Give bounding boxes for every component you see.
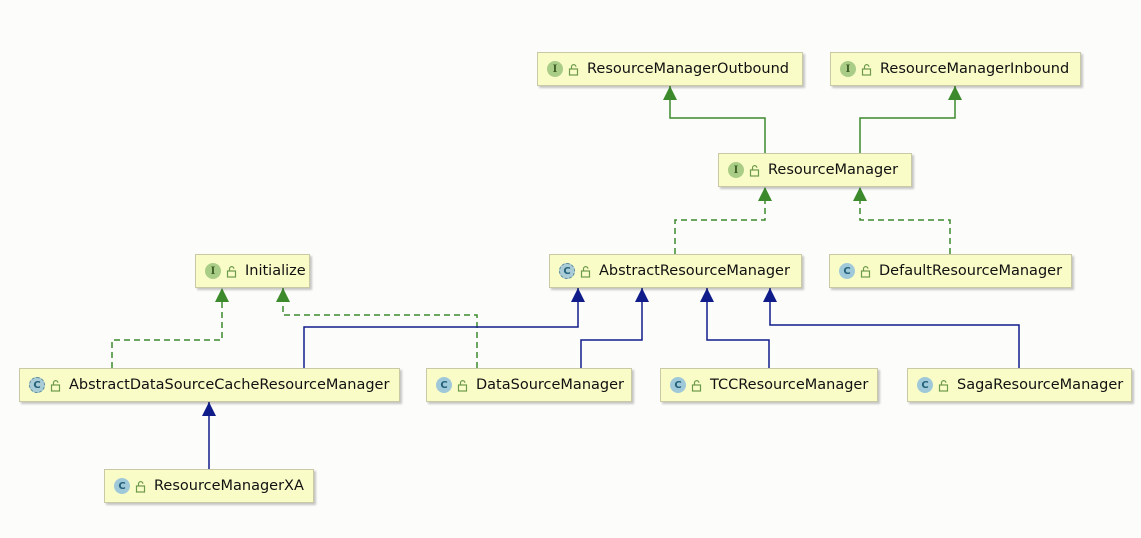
public-visibility-icon — [580, 265, 592, 278]
public-visibility-icon — [749, 164, 761, 177]
edge-datasource-manager-to-initialize — [282, 288, 478, 368]
node-abstract-ds-cache-rm[interactable]: C AbstractDataSourceCacheResourceManager — [19, 368, 400, 402]
arrowhead-layer — [202, 86, 962, 416]
arrowhead-abstract-rm — [763, 288, 777, 302]
node-label: Initialize — [245, 263, 306, 279]
node-label: SagaResourceManager — [957, 377, 1124, 393]
node-rm-outbound[interactable]: I ResourceManagerOutbound — [537, 52, 803, 86]
edge-abstract-ds-cache-rm-to-abstract-rm — [303, 288, 579, 368]
edge-resource-manager-to-rm-inbound — [859, 86, 956, 153]
class-kind-icon: C — [114, 478, 130, 494]
interface-kind-icon: I — [840, 61, 856, 77]
node-saga-rm[interactable]: C SagaResourceManager — [907, 368, 1132, 402]
arrowhead-resource-manager — [853, 187, 867, 201]
arrowhead-resource-manager — [758, 187, 772, 201]
node-label: ResourceManager — [768, 162, 899, 178]
node-initialize[interactable]: I Initialize — [195, 254, 310, 288]
public-visibility-icon — [135, 480, 147, 493]
arrowhead-rm-outbound — [663, 86, 677, 100]
node-label: AbstractDataSourceCacheResourceManager — [69, 377, 390, 393]
node-tcc-rm[interactable]: C TCCResourceManager — [660, 368, 878, 402]
class-kind-icon: C — [917, 377, 933, 393]
node-rm-inbound[interactable]: I ResourceManagerInbound — [830, 52, 1081, 86]
arrowhead-initialize — [215, 288, 229, 302]
node-label: TCCResourceManager — [710, 377, 869, 393]
edge-abstract-ds-cache-rm-to-initialize — [111, 288, 223, 368]
node-default-rm[interactable]: C DefaultResourceManager — [829, 254, 1072, 288]
class-kind-icon: C — [670, 377, 686, 393]
arrowhead-initialize — [276, 288, 290, 302]
arrowhead-abstract-rm — [700, 288, 714, 302]
node-label: AbstractResourceManager — [599, 263, 790, 279]
edge-tcc-rm-to-abstract-rm — [706, 288, 770, 368]
edge-saga-rm-to-abstract-rm — [769, 288, 1020, 368]
edge-abstract-rm-to-resource-manager — [674, 187, 766, 254]
public-visibility-icon — [50, 379, 62, 392]
public-visibility-icon — [860, 265, 872, 278]
abstract-kind-icon: C — [29, 377, 45, 393]
node-rm-xa[interactable]: C ResourceManagerXA — [104, 469, 314, 503]
public-visibility-icon — [568, 63, 580, 76]
public-visibility-icon — [226, 265, 238, 278]
node-resource-manager[interactable]: I ResourceManager — [718, 153, 912, 187]
class-kind-icon: C — [436, 377, 452, 393]
edge-resource-manager-to-rm-outbound — [669, 86, 766, 153]
arrowhead-abstract-ds-cache-rm — [202, 402, 216, 416]
interface-kind-icon: I — [205, 263, 221, 279]
node-label: ResourceManagerOutbound — [587, 61, 790, 77]
interface-kind-icon: I — [547, 61, 563, 77]
edge-default-rm-to-resource-manager — [859, 187, 951, 254]
node-label: DataSourceManager — [476, 377, 624, 393]
node-label: ResourceManagerInbound — [880, 61, 1070, 77]
public-visibility-icon — [938, 379, 950, 392]
edge-datasource-manager-to-abstract-rm — [580, 288, 643, 368]
public-visibility-icon — [861, 63, 873, 76]
arrowhead-abstract-rm — [635, 288, 649, 302]
arrowhead-abstract-rm — [571, 288, 585, 302]
public-visibility-icon — [457, 379, 469, 392]
node-datasource-manager[interactable]: C DataSourceManager — [426, 368, 632, 402]
abstract-kind-icon: C — [559, 263, 575, 279]
node-abstract-rm[interactable]: C AbstractResourceManager — [549, 254, 802, 288]
node-label: DefaultResourceManager — [879, 263, 1063, 279]
interface-kind-icon: I — [728, 162, 744, 178]
node-label: ResourceManagerXA — [154, 478, 304, 494]
public-visibility-icon — [691, 379, 703, 392]
arrowhead-rm-inbound — [948, 86, 962, 100]
class-kind-icon: C — [839, 263, 855, 279]
